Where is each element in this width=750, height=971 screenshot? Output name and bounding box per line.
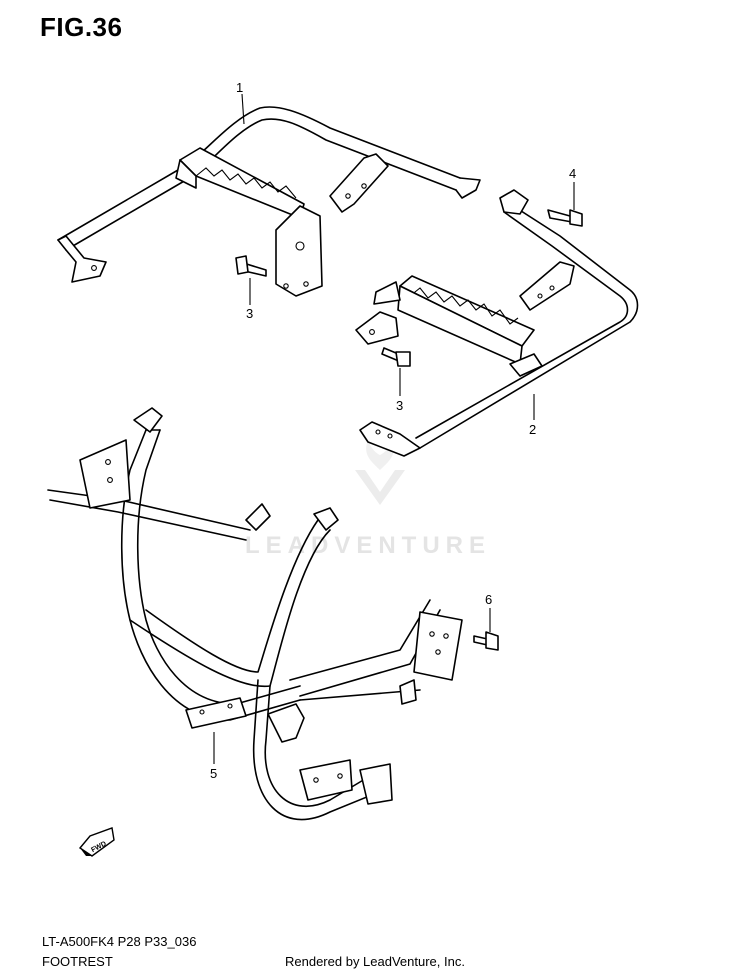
- callout-3-upper: 3: [246, 306, 253, 321]
- callout-1: 1: [236, 80, 243, 95]
- figure-title: FIG.36: [40, 12, 123, 42]
- fwd-arrow-icon: FWD: [78, 827, 115, 857]
- bolt-part-6: [473, 631, 499, 651]
- part-5-lower-frame: [47, 407, 463, 821]
- bolt-part-3-upper: [235, 255, 267, 277]
- bolt-part-4: [547, 209, 583, 227]
- watermark-text: LEADVENTURE: [245, 532, 491, 559]
- leader-lines: [213, 93, 575, 764]
- footer-figure-name: FOOTREST: [42, 954, 113, 969]
- footer-rendered-by: Rendered by LeadVenture, Inc.: [285, 954, 465, 969]
- leadventure-watermark: LEADVENTURE: [245, 440, 491, 559]
- callout-3-lower: 3: [396, 398, 403, 413]
- part-1-left-footrest-frame: [57, 106, 481, 297]
- callout-4: 4: [569, 166, 576, 181]
- callout-6: 6: [485, 592, 492, 607]
- footer-model-code: LT-A500FK4 P28 P33_036: [42, 934, 197, 949]
- callout-5: 5: [210, 766, 217, 781]
- part-2-right-footrest-frame: [355, 189, 639, 457]
- bolt-part-3-lower: [381, 347, 411, 367]
- callout-2: 2: [529, 422, 536, 437]
